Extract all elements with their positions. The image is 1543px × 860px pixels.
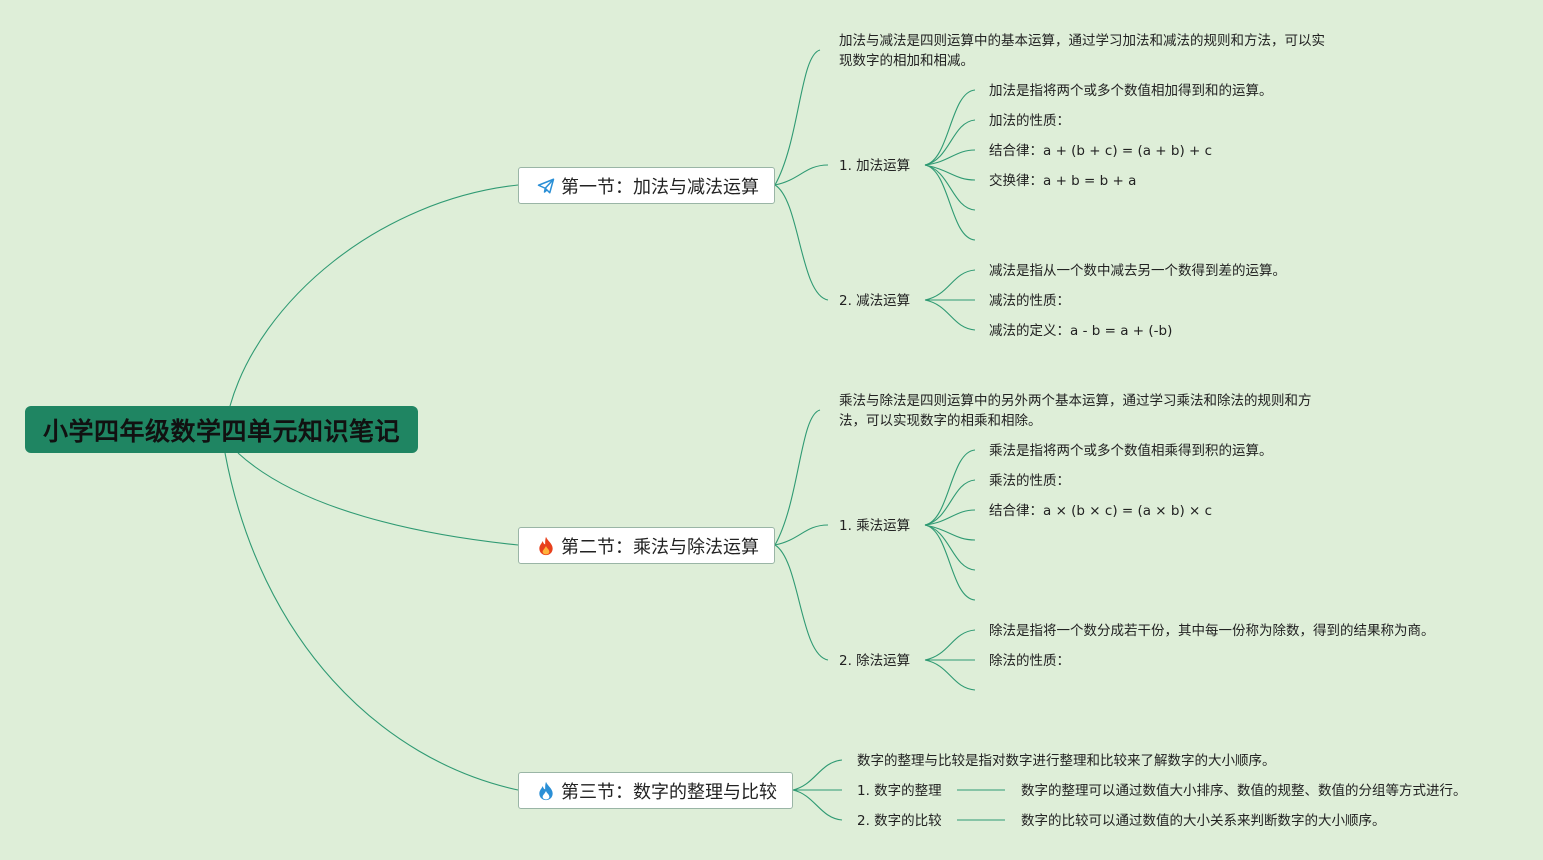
flame-icon [539, 781, 553, 800]
topic-division[interactable]: 2. 除法运算 [839, 653, 911, 669]
division-definition[interactable]: 除法是指将一个数分成若干份，其中每一份称为除数，得到的结果称为商。 [989, 623, 1435, 639]
topic-number-comparison[interactable]: 2. 数字的比较 [857, 813, 942, 829]
subtraction-definition[interactable]: 减法是指从一个数中减去另一个数得到差的运算。 [989, 263, 1286, 279]
paper-plane-icon [537, 178, 555, 193]
addition-definition[interactable]: 加法是指将两个或多个数值相加得到和的运算。 [989, 83, 1273, 99]
topic-number-sorting[interactable]: 1. 数字的整理 [857, 783, 942, 799]
section-1-title: 第一节：加法与减法运算 [561, 176, 759, 198]
section-3-title: 第三节：数字的整理与比较 [561, 781, 777, 803]
multiplication-associative[interactable]: 结合律：a × (b × c) = (a × b) × c [989, 503, 1213, 519]
multiplication-properties[interactable]: 乘法的性质： [989, 473, 1070, 489]
addition-associative[interactable]: 结合律：a + (b + c) = (a + b) + c [989, 143, 1213, 159]
addition-commutative[interactable]: 交换律：a + b = b + a [989, 173, 1137, 189]
section-1-summary[interactable]: 加法与减法是四则运算中的基本运算，通过学习加法和减法的规则和方法，可以实现数字的… [839, 33, 1325, 69]
subtraction-rule[interactable]: 减法的定义：a - b = a + (-b) [989, 323, 1173, 339]
topic-multiplication[interactable]: 1. 乘法运算 [839, 518, 911, 534]
fire-icon [539, 536, 553, 555]
subtraction-properties[interactable]: 减法的性质： [989, 293, 1070, 309]
section-3-node[interactable]: 第三节：数字的整理与比较 [518, 772, 793, 809]
section-3-summary[interactable]: 数字的整理与比较是指对数字进行整理和比较来了解数字的大小顺序。 [857, 753, 1276, 769]
topic-subtraction[interactable]: 2. 减法运算 [839, 293, 911, 309]
section-2-summary[interactable]: 乘法与除法是四则运算中的另外两个基本运算，通过学习乘法和除法的规则和方法，可以实… [839, 393, 1312, 429]
topic-addition[interactable]: 1. 加法运算 [839, 158, 911, 174]
number-comparison-detail[interactable]: 数字的比较可以通过数值的大小关系来判断数字的大小顺序。 [1021, 813, 1386, 829]
section-2-title: 第二节：乘法与除法运算 [561, 536, 759, 558]
section-2-node[interactable]: 第二节：乘法与除法运算 [518, 527, 775, 564]
section-1-node[interactable]: 第一节：加法与减法运算 [518, 167, 775, 204]
multiplication-definition[interactable]: 乘法是指将两个或多个数值相乘得到积的运算。 [989, 443, 1273, 459]
division-properties[interactable]: 除法的性质： [989, 653, 1070, 669]
addition-properties[interactable]: 加法的性质： [989, 113, 1070, 129]
number-sorting-detail[interactable]: 数字的整理可以通过数值大小排序、数值的规整、数值的分组等方式进行。 [1021, 783, 1467, 799]
root-topic[interactable]: 小学四年级数学四单元知识笔记 [25, 406, 418, 453]
